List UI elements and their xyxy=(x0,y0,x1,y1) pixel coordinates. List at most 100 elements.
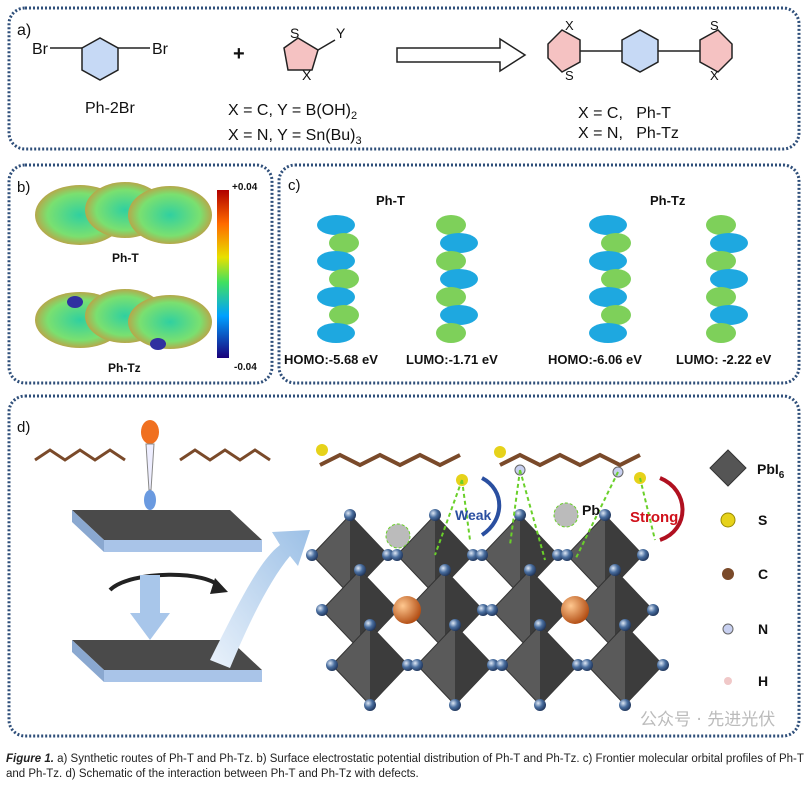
weak-arrow-icon xyxy=(480,476,502,537)
iodine-atom xyxy=(326,659,338,671)
orbital-lobe xyxy=(710,305,748,325)
figure-caption: Figure 1. a) Synthetic routes of Ph-T an… xyxy=(6,752,806,782)
iodine-atom xyxy=(524,564,536,576)
scale-min: -0.04 xyxy=(234,362,257,373)
product-s-top: S xyxy=(710,18,719,33)
iodine-atom xyxy=(637,549,649,561)
pb-defect-site xyxy=(385,523,411,549)
legend-nitrogen-icon xyxy=(722,623,734,635)
iodine-atom xyxy=(609,564,621,576)
group-label-ph-t: Ph-T xyxy=(376,193,405,208)
panel-a-border xyxy=(7,6,801,151)
group-label-ph-tz: Ph-Tz xyxy=(650,193,686,208)
legend: PbI6 S C N H xyxy=(709,449,785,689)
orbital-lobe xyxy=(329,305,359,325)
orbital-lobe xyxy=(440,233,478,253)
ring-y-label: Y xyxy=(336,25,346,41)
orbital-lobe xyxy=(601,305,631,325)
dibromobenzene-structure: Br Br xyxy=(32,37,169,81)
iodine-atom xyxy=(429,509,441,521)
legend-carbon-icon xyxy=(722,568,734,580)
iodine-atom xyxy=(561,549,573,561)
panel-b-label: b) xyxy=(17,179,30,196)
orbital-lobe xyxy=(706,215,736,235)
iodine-atom xyxy=(411,659,423,671)
iodine-atom xyxy=(449,699,461,711)
ring-x-label: X xyxy=(302,67,312,83)
orbital-lobe xyxy=(329,233,359,253)
zoom-arrow-icon xyxy=(210,530,310,668)
orbital-lobe xyxy=(317,323,355,343)
iodine-atom xyxy=(477,604,489,616)
orbital-label-3: LUMO: -2.22 eV xyxy=(676,352,772,367)
orbital-lobe xyxy=(589,215,627,235)
perovskite-film-bottom xyxy=(72,640,262,682)
octahedron-shade xyxy=(370,625,408,705)
iodine-atom xyxy=(552,549,564,561)
orbital-label-2: HOMO:-6.06 eV xyxy=(548,352,642,367)
surface-molecules xyxy=(316,444,656,561)
iodine-atom xyxy=(619,619,631,631)
cation-atom xyxy=(393,596,421,624)
process-arrow-icon xyxy=(140,575,160,615)
dropper-icon xyxy=(141,420,159,510)
iodine-atom xyxy=(514,509,526,521)
thiophene-reagent-structure: S Y X xyxy=(283,25,346,83)
orbital-lobe xyxy=(601,269,631,289)
strong-arrow-icon xyxy=(659,476,685,542)
orbital-label-0: HOMO:-5.68 eV xyxy=(284,352,378,367)
orbital-lobe xyxy=(436,215,466,235)
iodine-atom xyxy=(581,659,593,671)
orbital-lobe xyxy=(706,323,736,343)
watermark: 公众号 · 先进光伏 xyxy=(640,710,776,730)
panel-c-label: c) xyxy=(288,177,301,194)
iodine-atom xyxy=(476,549,488,561)
iodine-atom xyxy=(439,564,451,576)
product-s-bottom: S xyxy=(565,68,574,83)
reaction-arrow-icon xyxy=(396,37,527,73)
iodine-atom xyxy=(486,604,498,616)
esp-map-ph-tz xyxy=(35,289,212,350)
br-right: Br xyxy=(152,41,169,58)
esp-label-ph-tz: Ph-Tz xyxy=(108,361,141,375)
panel-c-border xyxy=(277,163,801,385)
iodine-atom xyxy=(599,509,611,521)
legend-hydrogen-icon xyxy=(724,677,732,685)
orbital-lobe xyxy=(436,251,466,271)
iodine-atom xyxy=(306,549,318,561)
orbital-lobe xyxy=(317,251,355,271)
strong-label: Strong xyxy=(630,509,678,526)
octahedron-shade xyxy=(540,625,578,705)
iodine-atom xyxy=(534,699,546,711)
legend-label-pbi6: PbI6 xyxy=(757,461,785,481)
rotation-arrowhead-icon xyxy=(210,578,228,594)
iodine-atom xyxy=(647,604,659,616)
weak-label: Weak xyxy=(455,507,492,523)
iodine-atom xyxy=(619,699,631,711)
orbital-plots xyxy=(317,215,748,343)
perovskite-lattice xyxy=(306,509,669,711)
panel-b-border xyxy=(7,163,274,385)
scale-max: +0.04 xyxy=(232,182,258,193)
iodine-atom xyxy=(316,604,328,616)
iodine-atom xyxy=(534,619,546,631)
esp-label-ph-t: Ph-T xyxy=(112,251,139,265)
iodine-atom xyxy=(496,659,508,671)
orbital-lobe xyxy=(440,269,478,289)
iodine-atom xyxy=(364,619,376,631)
cation-atom xyxy=(561,596,589,624)
reactant1-name: Ph-2Br xyxy=(85,100,135,117)
orbital-lobe xyxy=(589,287,627,307)
iodine-atom xyxy=(344,509,356,521)
iodine-atom xyxy=(487,659,499,671)
panel-d-border xyxy=(7,394,801,738)
product-x-bottom: X xyxy=(710,68,719,83)
octahedron-shade xyxy=(625,625,663,705)
iodine-atom xyxy=(364,699,376,711)
iodine-atom xyxy=(354,564,366,576)
orbital-label-1: LUMO:-1.71 eV xyxy=(406,352,498,367)
color-scale-bar xyxy=(217,190,229,358)
condition-2: X = N, Y = Sn(Bu)3 xyxy=(228,127,362,147)
legend-label-s: S xyxy=(758,512,767,528)
